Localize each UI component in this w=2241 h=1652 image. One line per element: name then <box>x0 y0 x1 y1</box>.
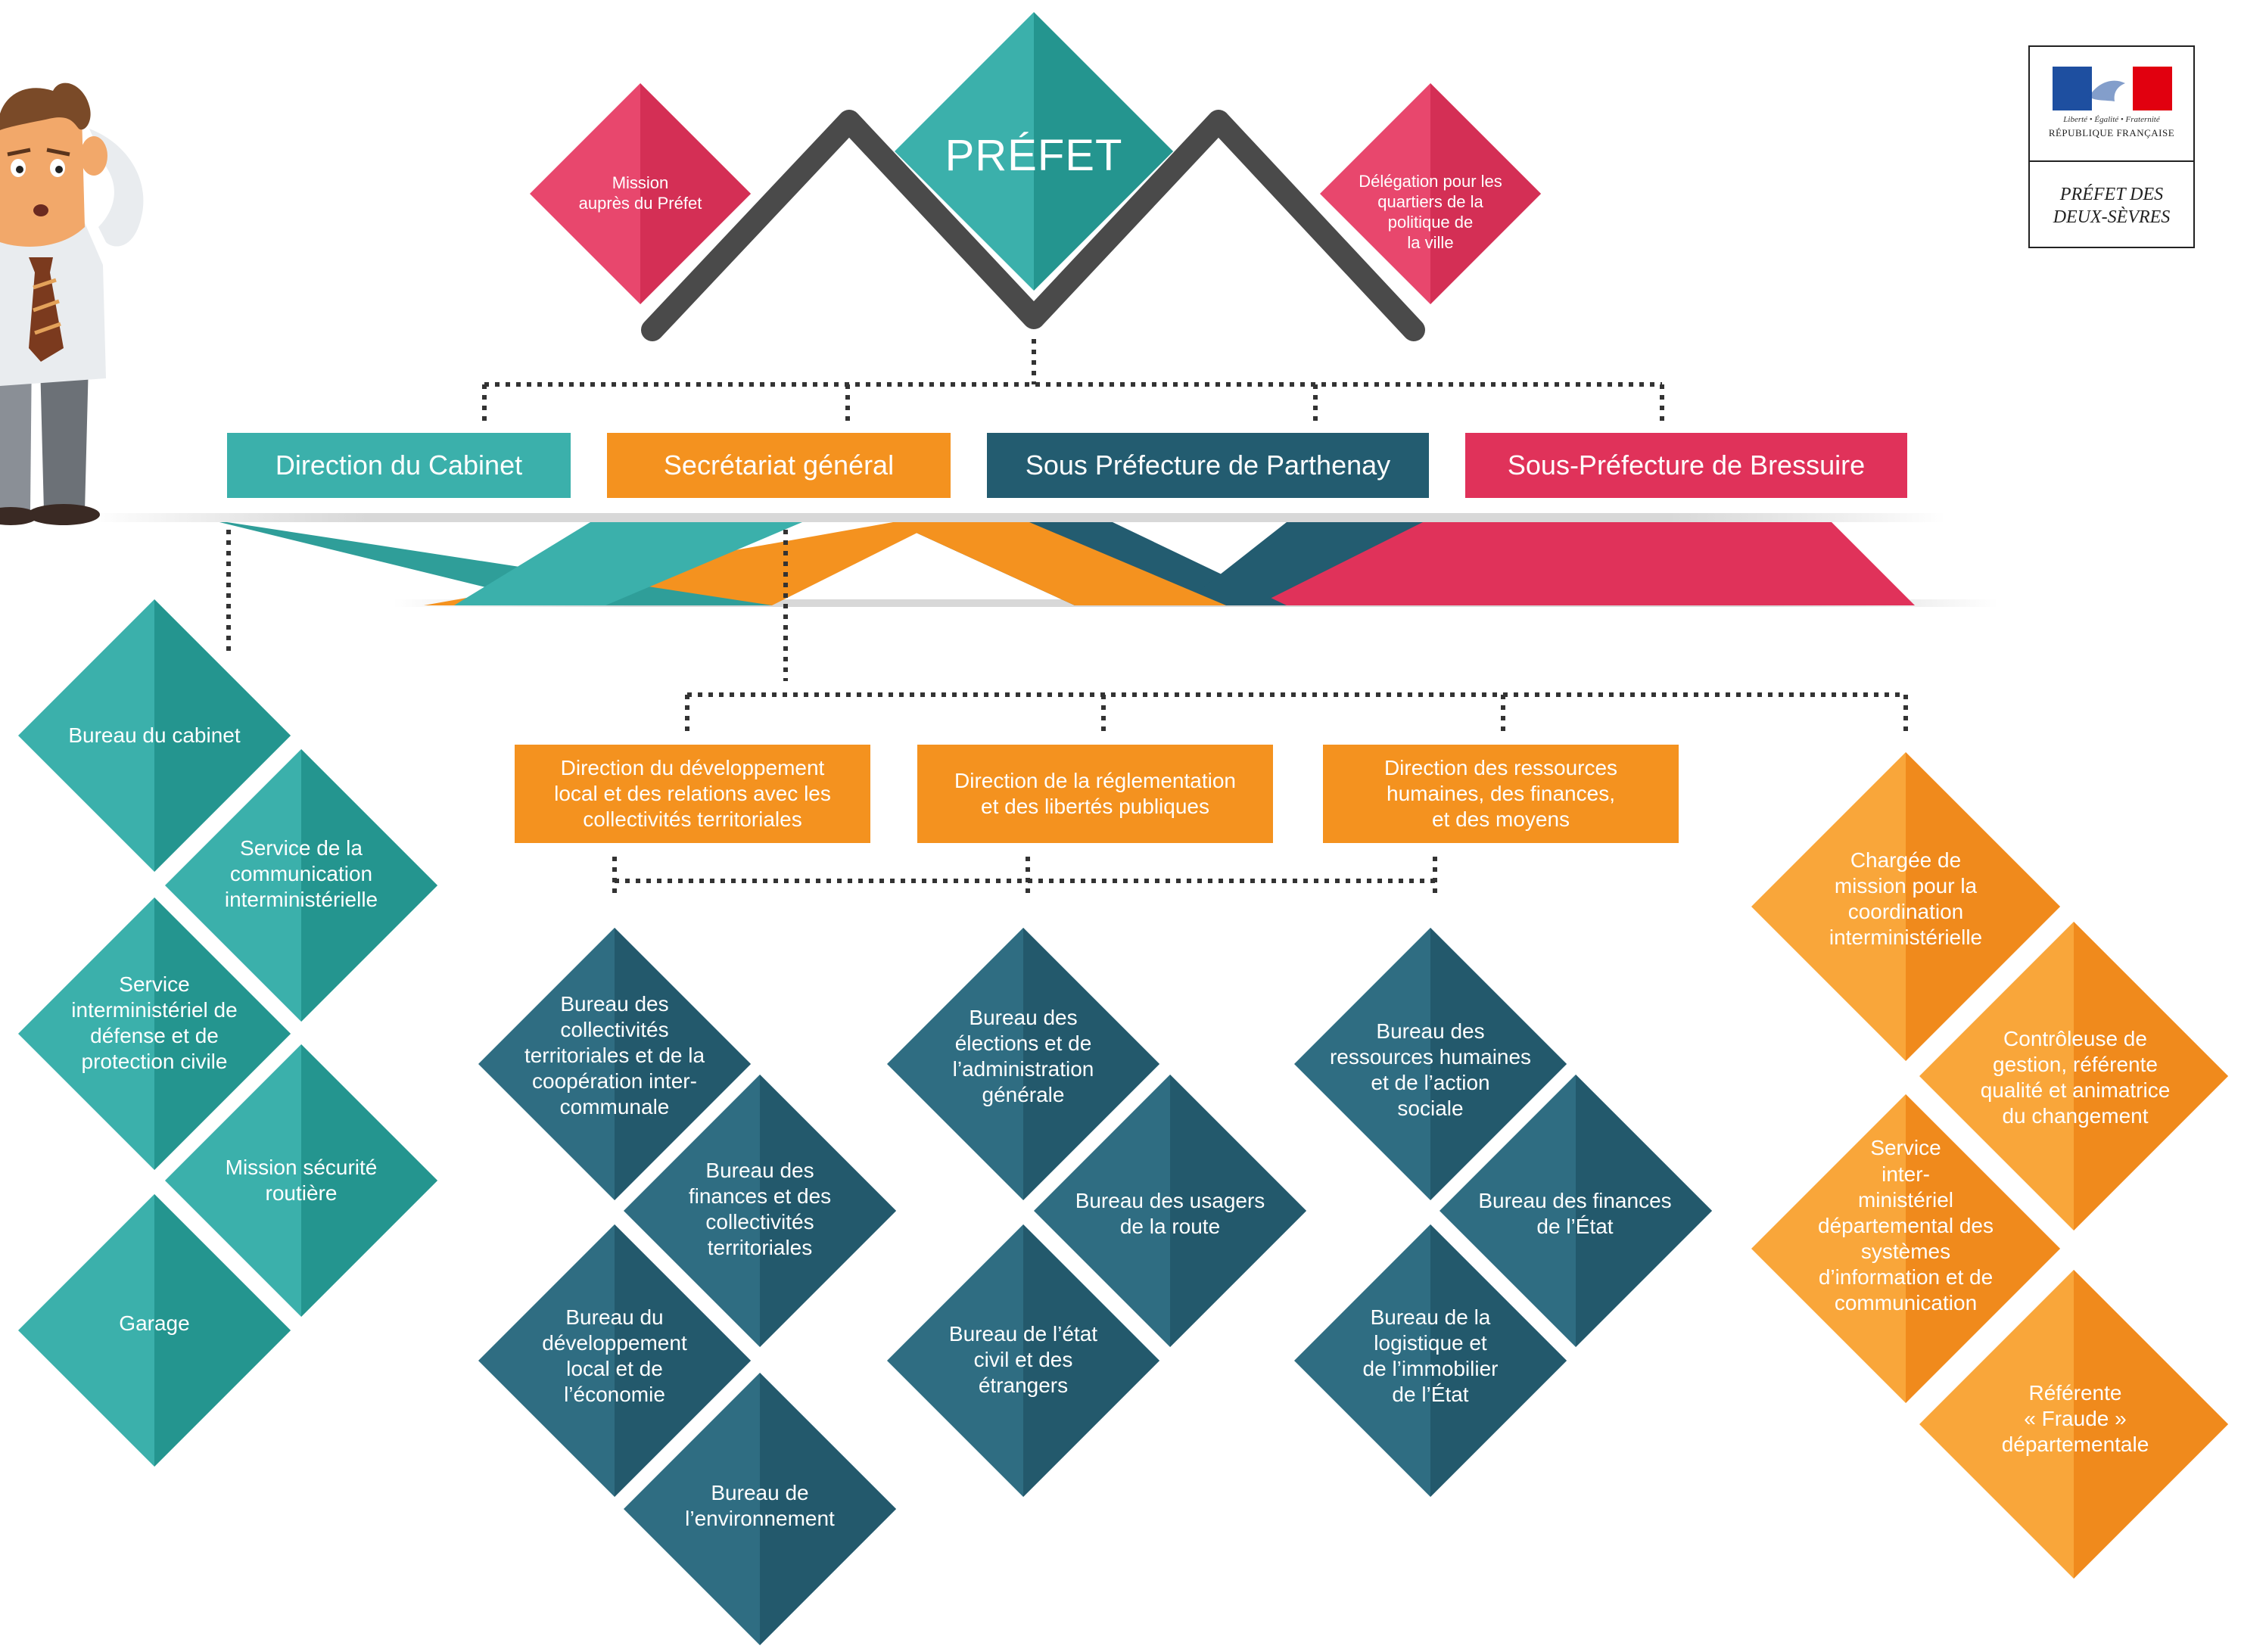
ressources-diamonds <box>1294 928 1712 1497</box>
bureau-usagers-route-label: Bureau des usagers de la route <box>1075 1188 1265 1238</box>
republic-name: RÉPUBLIQUE FRANÇAISE <box>2048 127 2175 138</box>
direction-reglementation-box: Direction de la réglementation et des li… <box>917 745 1273 843</box>
communication-label: Service de la communication interministé… <box>224 835 378 912</box>
secretariat-general-box: Secrétariat général <box>607 433 951 498</box>
sous-prefecture-bressuire-box: Sous-Préfecture de Bressuire <box>1465 433 1907 498</box>
garage-diamond <box>18 1194 291 1467</box>
bureau-developpement-label: Bureau du développement local et de l’éc… <box>542 1305 687 1407</box>
mission-label: Mission auprès du Préfet <box>578 173 702 213</box>
chargee-mission-label: Chargée de mission pour la coordination … <box>1829 848 1983 950</box>
bureau-rh-label: Bureau des ressources humaines et de l’a… <box>1329 1019 1532 1121</box>
bureau-logistique-label: Bureau de la logistique et de l’immobili… <box>1362 1305 1499 1407</box>
mid-connectors <box>226 530 1908 898</box>
prefet-zigzag-line <box>641 110 1425 341</box>
sous-prefecture-parthenay-box: Sous Préfecture de Parthenay <box>987 433 1429 498</box>
delegation-label: Délégation pour les quartiers de la poli… <box>1359 172 1502 252</box>
bureau-elections-label: Bureau des élections et de l’administrat… <box>952 1005 1094 1107</box>
cartoon-man-illustration <box>0 82 144 525</box>
fraude-label: Référente « Fraude » départementale <box>2001 1380 2149 1457</box>
prefet-diamond <box>895 12 1173 291</box>
prefecture-logo: Liberté • Égalité • Fraternité RÉPUBLIQU… <box>2028 45 2195 248</box>
bureau-etat-civil-label: Bureau de l’état civil et des étrangers <box>948 1321 1098 1398</box>
bureau-environnement-label: Bureau de l’environnement <box>685 1480 835 1530</box>
orange-diamonds <box>1751 752 2228 1579</box>
delegation-diamond <box>1320 83 1541 304</box>
top-connectors <box>482 339 1664 424</box>
bureau-finances-etat-label: Bureau des finances de l’État <box>1478 1188 1672 1238</box>
republic-motto: Liberté • Égalité • Fraternité <box>2063 115 2160 124</box>
direction-dev-local-box: Direction du développement local et des … <box>515 745 870 843</box>
bureau-cabinet-diamond <box>18 599 291 872</box>
dev-local-diamonds <box>478 928 896 1645</box>
securite-routiere-diamond <box>165 1044 437 1317</box>
ribbon-band <box>91 513 1998 607</box>
cabinet-diamonds <box>18 599 437 1467</box>
direction-ressources-box: Direction des ressources humaines, des f… <box>1323 745 1679 843</box>
defense-diamond <box>18 898 291 1170</box>
reglementation-diamonds <box>887 928 1306 1497</box>
republic-emblem: Liberté • Égalité • Fraternité RÉPUBLIQU… <box>2030 47 2193 162</box>
bureau-finances-collectivites-label: Bureau des finances et des collectivités… <box>688 1158 832 1260</box>
mission-diamond <box>530 83 751 304</box>
securite-routiere-label: Mission sécurité routière <box>225 1155 378 1205</box>
controleuse-label: Contrôleuse de gestion, référente qualit… <box>1980 1026 2171 1128</box>
bureau-cabinet-label: Bureau du cabinet <box>68 723 241 747</box>
prefet-title: PRÉFET <box>945 130 1123 180</box>
garage-label: Garage <box>119 1311 190 1335</box>
marianne-flag-icon <box>2053 67 2172 110</box>
sidsic-label: Service inter- ministériel départemental… <box>1818 1136 1994 1315</box>
prefecture-name: PRÉFET DES DEUX-SÈVRES <box>2053 185 2171 227</box>
direction-cabinet-box: Direction du Cabinet <box>227 433 571 498</box>
bureau-collectivites-label: Bureau des collectivités territoriales e… <box>524 991 705 1119</box>
defense-label: Service interministériel de défense et d… <box>71 972 238 1074</box>
communication-diamond <box>165 749 437 1022</box>
